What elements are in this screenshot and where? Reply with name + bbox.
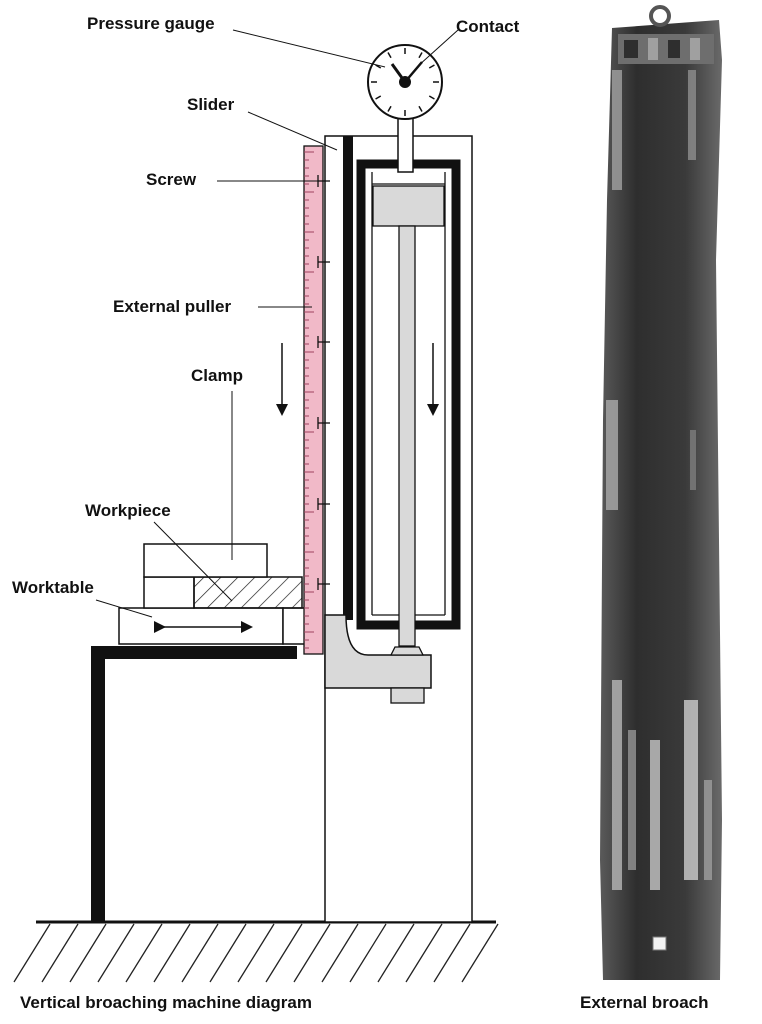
label-screw: Screw: [146, 170, 197, 189]
screw-marks: [317, 175, 330, 590]
external-broach-photo: External broach: [580, 5, 722, 1012]
table-support: [91, 646, 297, 922]
slider-bracket: [324, 614, 432, 689]
ground-base: [13, 920, 499, 983]
label-external-puller: External puller: [113, 297, 231, 316]
workpiece: [143, 576, 303, 609]
label-pressure-gauge: Pressure gauge: [87, 14, 215, 33]
piston: [372, 185, 445, 227]
label-slider: Slider: [187, 95, 235, 114]
caption-external-broach: External broach: [580, 993, 709, 1012]
label-clamp: Clamp: [191, 366, 243, 385]
label-workpiece: Workpiece: [85, 501, 171, 520]
machine-diagram: Pressure gauge Contact Slider Screw Exte…: [12, 14, 520, 1012]
leader-lines: [95, 29, 459, 618]
rod-end: [389, 646, 425, 704]
broach-hanging-ring: [649, 5, 671, 27]
label-worktable: Worktable: [12, 578, 94, 597]
broach-teeth: [606, 70, 712, 890]
worktable: [118, 607, 306, 645]
piston-rod: [398, 225, 416, 647]
clamp: [143, 543, 268, 578]
pressure-gauge: [367, 44, 443, 120]
external-puller: [303, 145, 324, 655]
gauge-pipe: [397, 116, 414, 173]
broach-slot: [652, 936, 667, 951]
caption-machine-diagram: Vertical broaching machine diagram: [20, 993, 312, 1012]
slider-bar: [343, 136, 353, 620]
label-contact: Contact: [456, 17, 520, 36]
